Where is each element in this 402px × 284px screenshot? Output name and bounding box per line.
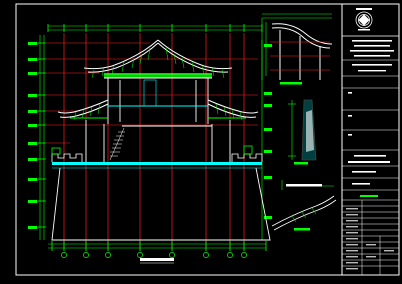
staircase [109,127,125,161]
sheet-frame [15,3,400,276]
floor-slab [52,162,262,169]
bottom-dimension-chain [48,241,267,251]
left-level-dimensions [28,35,46,240]
column-section-detail [288,99,317,165]
eave-section-detail [271,180,337,231]
roof-corner-detail [261,13,333,85]
level-lines [46,42,258,144]
upper-roof [83,39,233,79]
title-block [342,8,399,275]
title-block-table [342,200,399,275]
battlement-wall [51,145,263,162]
lower-eave-tiles [73,103,243,121]
roof-tiles-right [165,47,225,79]
platform-base [51,167,271,241]
seal-logo-icon [355,8,373,31]
main-section-drawing [28,24,272,264]
upper-storey [107,78,209,124]
title-block-cells [346,208,394,270]
axis-lines [63,33,245,250]
lower-eaves [57,99,259,119]
roof-tiles-left [91,47,151,79]
top-dimension-chain [47,24,263,32]
lower-storey [85,120,231,162]
title-block-strips [350,40,394,57]
main-drawing-title [140,258,174,264]
axis-bubbles [61,252,247,258]
